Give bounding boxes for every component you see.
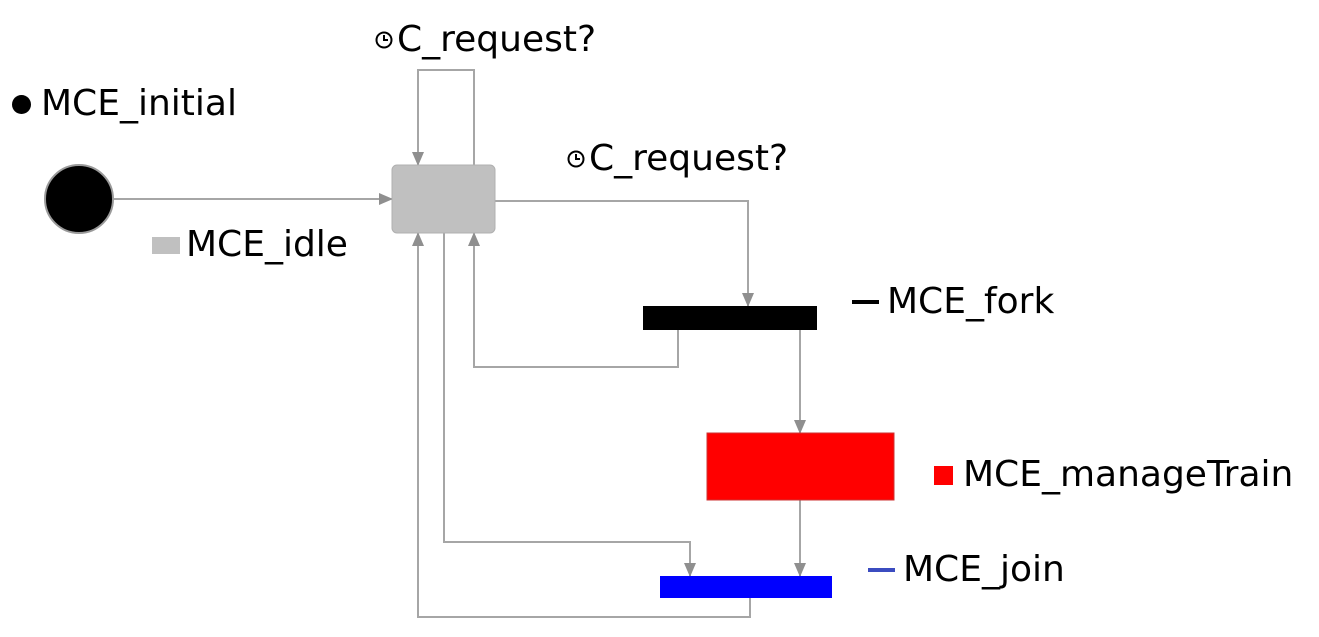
clock-icon [375, 31, 393, 49]
idle-state-label-text: MCE_idle [186, 224, 348, 265]
join-bar [660, 576, 832, 598]
managetrain-label-text: MCE_manageTrain [963, 454, 1294, 495]
fork-label-text: MCE_fork [887, 281, 1055, 322]
edge-join-to-idle [412, 232, 751, 618]
idle-to-fork-guard-text: C_request? [589, 138, 789, 179]
fork-label: MCE_fork [852, 282, 1054, 322]
managetrain-swatch-icon [934, 465, 953, 485]
edge-idle-to-join [443, 233, 696, 577]
fork-bar [643, 306, 817, 330]
self-loop-guard-label: C_request? [375, 20, 596, 60]
idle-swatch-icon [152, 236, 180, 254]
initial-dot-icon [12, 94, 31, 114]
self-loop-guard-text: C_request? [397, 19, 597, 60]
edge-fork-to-idle [468, 232, 679, 368]
idle-state-label: MCE_idle [152, 225, 348, 265]
join-label-text: MCE_join [903, 549, 1065, 590]
edge-idle-to-fork [494, 200, 754, 307]
initial-state-node [44, 164, 114, 234]
idle-to-fork-guard-label: C_request? [567, 139, 788, 179]
initial-state-label: MCE_initial [12, 84, 237, 124]
clock-icon [567, 150, 585, 168]
join-label: MCE_join [868, 550, 1065, 590]
idle-state-node [391, 164, 496, 234]
managetrain-state-node [706, 432, 895, 501]
initial-state-label-text: MCE_initial [41, 83, 237, 124]
managetrain-label: MCE_manageTrain [934, 455, 1293, 495]
fork-swatch-icon [852, 300, 879, 304]
join-swatch-icon [868, 568, 895, 572]
edge-idle-self-loop [412, 69, 475, 166]
